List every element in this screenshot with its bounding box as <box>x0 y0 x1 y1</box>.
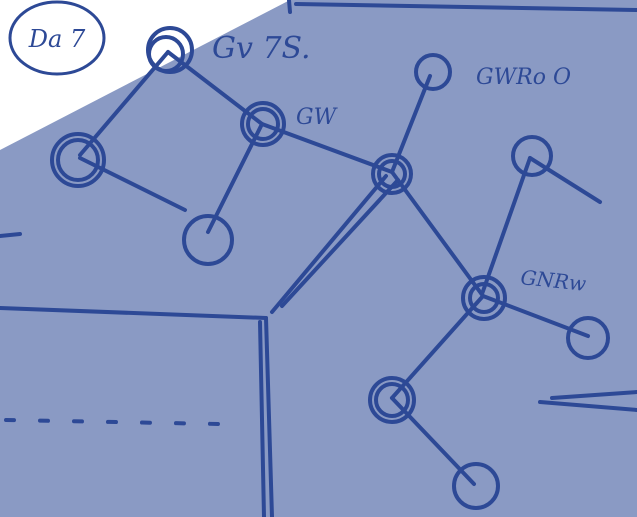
box-right-edge-double <box>258 320 266 517</box>
node-label: GWRo O <box>476 65 571 90</box>
atom-circle <box>147 35 185 73</box>
bond-line <box>390 170 485 298</box>
page-label: Da 7 <box>28 25 86 53</box>
atom-circle <box>414 53 452 91</box>
atom-circle <box>566 316 610 360</box>
handwritten-labels: Da 7 Gv 7S. GW GWRo O GNRw <box>8 0 587 296</box>
node-label: GW <box>296 105 339 130</box>
atom-circle <box>374 382 410 418</box>
box-top-edge <box>0 306 268 320</box>
atom-circle <box>56 138 100 182</box>
bond-line <box>270 174 388 314</box>
atom-circles <box>50 26 610 510</box>
atom-circle <box>452 462 500 510</box>
stray-stroke-left <box>0 232 22 238</box>
atom-circle <box>371 153 413 195</box>
bond-line <box>480 156 532 296</box>
atom-circle <box>468 282 500 314</box>
bond-line <box>528 156 602 204</box>
atom-circle <box>50 132 106 188</box>
stray-stroke-right-2 <box>550 390 637 400</box>
page-label-ring <box>8 0 106 76</box>
stray-stroke-right <box>538 400 637 412</box>
atom-circle <box>182 214 234 266</box>
box-right-edge <box>264 316 274 517</box>
atom-circle <box>368 376 416 424</box>
bond-line <box>280 178 400 308</box>
top-edge-stroke <box>294 2 637 12</box>
atom-circle <box>461 275 507 321</box>
dotted-line <box>4 418 222 426</box>
top-tick <box>287 0 292 14</box>
atom-circle <box>511 135 553 177</box>
atom-circle <box>240 101 286 147</box>
atom-circle <box>246 107 280 141</box>
atom-circle <box>377 159 407 189</box>
node-label: Gv 7S. <box>212 31 311 66</box>
